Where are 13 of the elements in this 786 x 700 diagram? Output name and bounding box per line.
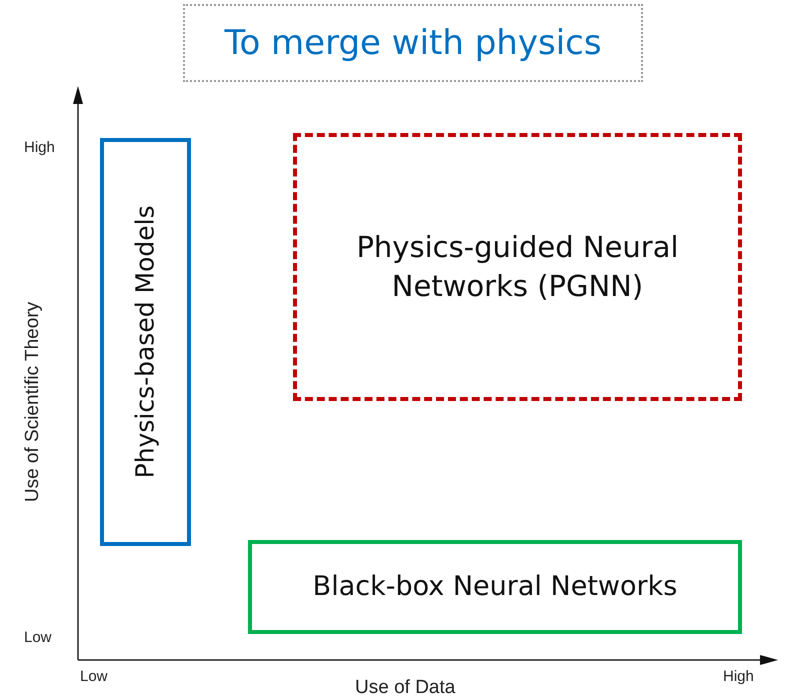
axis-title: Use of Scientific Theory [22, 302, 44, 502]
title: To merge with physics [224, 23, 602, 63]
box-label: Black-box Neural Networks [312, 570, 678, 604]
axis-tick-label: High [723, 668, 754, 685]
category-box [293, 133, 742, 401]
axis-tick-label: Low [80, 668, 108, 685]
axis-tick-label: Low [24, 629, 52, 646]
axis-title: Use of Data [355, 677, 456, 699]
category-box [100, 138, 191, 546]
box-label: Physics-based Models [130, 206, 161, 478]
axis-tick-label: High [24, 139, 55, 156]
category-box [248, 540, 742, 634]
box-label: Physics-guided Neural Networks (PGNN) [355, 228, 680, 305]
